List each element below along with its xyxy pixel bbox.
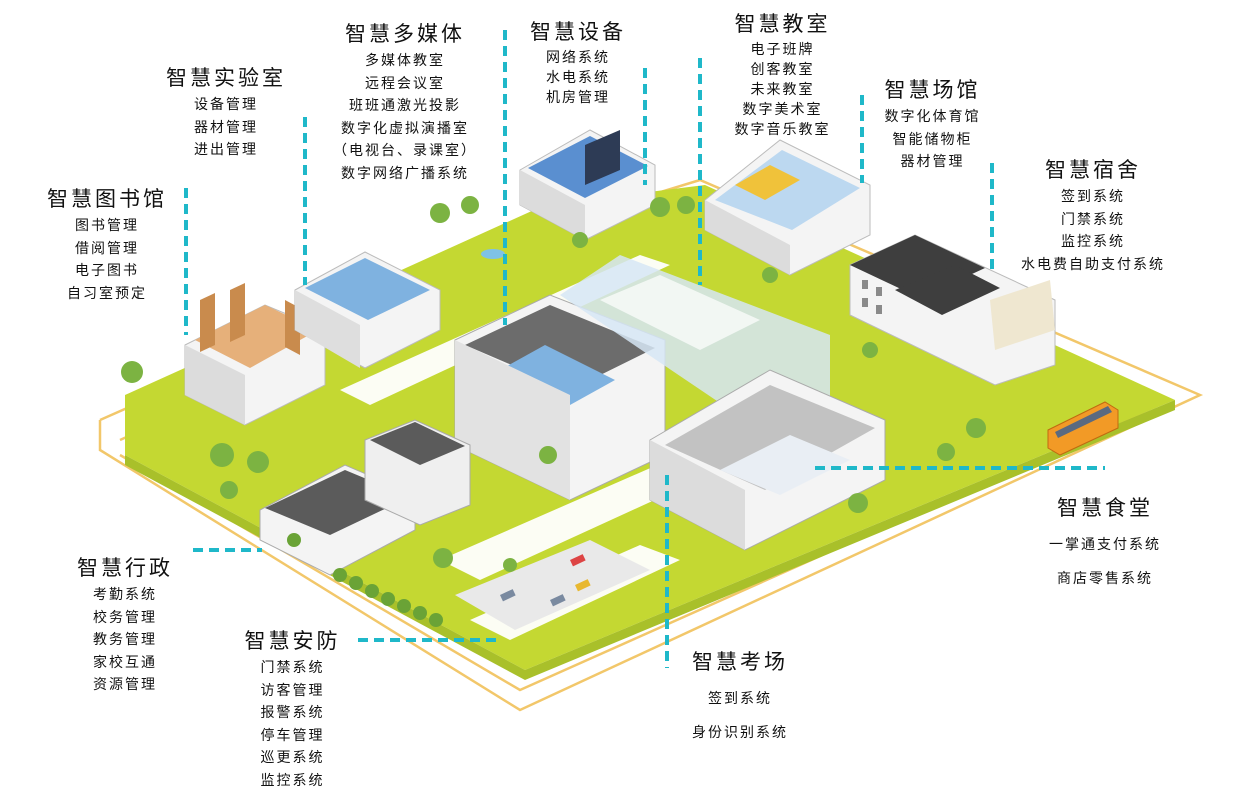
exam-item: 身份识别系统 (692, 725, 788, 741)
canteen-title: 智慧食堂 (1057, 496, 1153, 520)
canteen-building (649, 369, 886, 551)
connector-lines (184, 30, 1105, 668)
venue-title: 智慧场馆 (884, 78, 981, 102)
admin-item: 校务管理 (93, 609, 157, 626)
equipment-label: 智慧设备 网络系统 水电系统 机房管理 (518, 18, 638, 108)
multimedia-item: 远程会议室 (365, 75, 445, 92)
admin-title: 智慧行政 (77, 556, 173, 580)
admin-item: 教务管理 (93, 632, 157, 648)
fountain (481, 249, 505, 259)
admin-item: 资源管理 (93, 677, 157, 693)
multimedia-label: 智慧多媒体 多媒体教室 远程会议室 班班通激光投影 数字化虚拟演播室 （电视台、… (320, 20, 490, 185)
library-item: 自习室预定 (67, 285, 147, 302)
library-item: 借阅管理 (75, 240, 139, 257)
venue-label: 智慧场馆 数字化体育馆 智能储物柜 器材管理 (865, 76, 1000, 174)
classroom-item: 电子班牌 (750, 42, 815, 58)
lab-building (294, 251, 441, 369)
venue-item: 数字化体育馆 (884, 109, 981, 125)
dorm-item: 签到系统 (1061, 189, 1125, 205)
classroom-item: 数字音乐教室 (734, 122, 831, 138)
canteen-item: 一掌通支付系统 (1049, 537, 1161, 553)
multimedia-title: 智慧多媒体 (345, 22, 465, 46)
parking-lot (455, 540, 650, 630)
equipment-building (519, 129, 656, 241)
security-label: 智慧安防 门禁系统 访客管理 报警系统 停车管理 巡更系统 监控系统 (230, 627, 355, 792)
classroom-item: 创客教室 (750, 62, 815, 78)
admin-building (259, 419, 471, 576)
parked-cars (500, 554, 591, 607)
security-item: 门禁系统 (260, 660, 325, 676)
classroom-label: 智慧教室 电子班牌 创客教室 未来教室 数字美术室 数字音乐教室 (715, 10, 850, 140)
security-item: 停车管理 (260, 727, 325, 744)
lab-title: 智慧实验室 (166, 66, 286, 90)
canteen-label: 智慧食堂 一掌通支付系统 商店零售系统 (1025, 494, 1185, 596)
lab-label: 智慧实验室 设备管理 器材管理 进出管理 (156, 64, 296, 162)
canteen-item: 商店零售系统 (1057, 571, 1153, 587)
multimedia-item: 多媒体教室 (365, 53, 445, 69)
multimedia-item: 数字化虚拟演播室 (341, 120, 469, 137)
admin-label: 智慧行政 考勤系统 校务管理 教务管理 家校互通 资源管理 (60, 554, 190, 697)
security-item: 访客管理 (260, 682, 325, 699)
library-item: 电子图书 (75, 263, 139, 279)
venue-item: 智能储物柜 (892, 131, 973, 148)
library-building (184, 283, 326, 426)
exam-label: 智慧考场 签到系统 身份识别系统 (670, 648, 810, 750)
classroom-item: 数字美术室 (742, 102, 823, 118)
multimedia-item: 数字网络广播系统 (341, 165, 469, 182)
security-item: 监控系统 (260, 772, 325, 789)
hedges (287, 533, 443, 627)
admin-item: 家校互通 (93, 654, 157, 671)
multimedia-item: （电视台、录课室） (333, 143, 477, 159)
equipment-title: 智慧设备 (530, 20, 626, 44)
security-item: 巡更系统 (260, 750, 325, 766)
dorm-item: 水电费自助支付系统 (1021, 256, 1165, 273)
admin-item: 考勤系统 (93, 587, 157, 603)
exam-item: 签到系统 (708, 691, 772, 707)
dorm-title: 智慧宿舍 (1045, 158, 1141, 182)
lab-item: 器材管理 (194, 119, 258, 136)
lab-item: 设备管理 (194, 97, 258, 113)
library-title: 智慧图书馆 (47, 187, 167, 211)
dorm-label: 智慧宿舍 签到系统 门禁系统 监控系统 水电费自助支付系统 (1003, 156, 1183, 276)
dorm-item: 监控系统 (1061, 234, 1125, 250)
bus (1047, 401, 1119, 456)
security-title: 智慧安防 (244, 629, 341, 653)
venue-item: 器材管理 (900, 154, 965, 170)
classroom-item: 未来教室 (750, 82, 815, 98)
equipment-item: 网络系统 (546, 50, 610, 66)
multimedia-item: 班班通激光投影 (349, 98, 461, 114)
exam-title: 智慧考场 (692, 650, 788, 674)
library-label: 智慧图书馆 图书管理 借阅管理 电子图书 自习室预定 (37, 185, 177, 305)
classroom-title: 智慧教室 (734, 12, 831, 36)
classroom-building (704, 139, 871, 276)
lab-item: 进出管理 (194, 142, 258, 158)
security-item: 报警系统 (260, 705, 325, 721)
dormitory-building (849, 234, 1056, 386)
library-item: 图书管理 (75, 218, 139, 234)
equipment-item: 水电系统 (546, 70, 610, 86)
equipment-item: 机房管理 (546, 90, 610, 106)
trees (121, 196, 986, 572)
dorm-item: 门禁系统 (1061, 211, 1125, 228)
campus-lawn-edge (125, 400, 1175, 680)
